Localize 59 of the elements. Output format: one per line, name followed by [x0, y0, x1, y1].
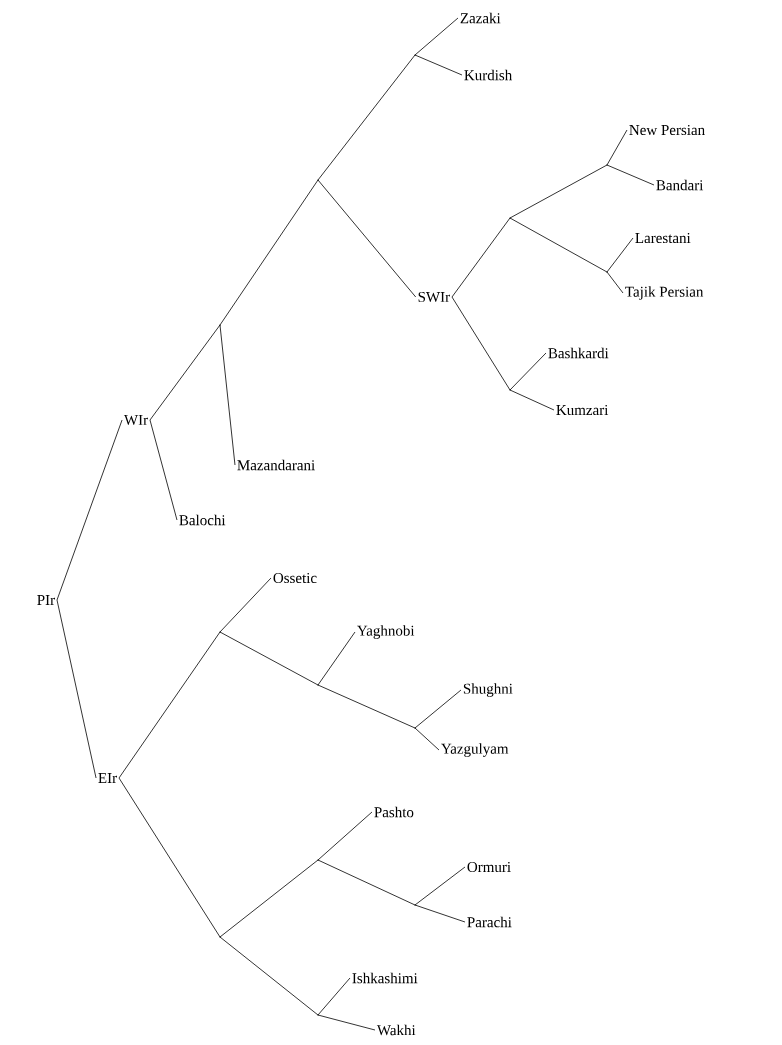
- tree-branch: [118, 777, 221, 938]
- tree-branch: [56, 419, 123, 601]
- tree-branch: [317, 1014, 376, 1031]
- branch-label: Ishkashimi: [352, 972, 418, 984]
- tree-branch: [606, 164, 655, 186]
- branch-label: New Persian: [629, 125, 705, 136]
- tree-branch: [414, 689, 462, 729]
- tree-branch: [317, 54, 416, 181]
- tree-branch: [317, 179, 417, 298]
- branch-label: Ormuri: [467, 861, 511, 873]
- branch-label: Ossetic: [273, 572, 317, 584]
- tree-branch: [606, 271, 624, 294]
- branch-label: Mazandarani: [237, 459, 315, 471]
- tree-branch: [509, 217, 608, 273]
- tree-branch: [414, 54, 463, 76]
- tree-branch: [317, 977, 351, 1016]
- branch-label: Kumzari: [556, 404, 609, 416]
- tree-branch: [219, 577, 272, 633]
- branch-label: Yaghnobi: [357, 625, 415, 639]
- tree-branch: [56, 599, 97, 779]
- tree-branch: [219, 936, 319, 1016]
- branch-label: WIr: [123, 415, 148, 426]
- tree-branch: [414, 904, 466, 923]
- tree-branch: [451, 217, 511, 298]
- tree-branch: [509, 352, 547, 391]
- tree-branch: [317, 684, 416, 729]
- tree-branch: [118, 631, 221, 779]
- tree-branch: [219, 179, 319, 326]
- tree-branch: [414, 727, 440, 751]
- branch-label: Bashkardi: [548, 347, 609, 359]
- tree-branch: [149, 324, 221, 421]
- tree-branch: [509, 389, 555, 411]
- tree-branch: [149, 419, 178, 521]
- branch-label: Shughni: [463, 683, 513, 697]
- tree-branch: [219, 324, 236, 466]
- tree-branch: [317, 811, 373, 861]
- tree-branch: [317, 631, 356, 686]
- tree-branch: [606, 129, 628, 166]
- branch-label: Yazgulyam: [441, 743, 509, 757]
- branch-label: SWIr: [418, 291, 450, 303]
- tree-branch: [509, 164, 608, 219]
- tree-branch: [219, 631, 319, 686]
- tree-branch: [317, 859, 416, 906]
- tree-branch: [606, 237, 634, 273]
- branch-label: Larestani: [635, 233, 691, 244]
- branch-label: Balochi: [179, 514, 226, 526]
- tree-branch: [414, 17, 459, 56]
- branch-label: Pashto: [374, 806, 414, 818]
- branch-label: Tajik Persian: [625, 286, 704, 300]
- branch-label: EIr: [98, 773, 117, 783]
- branch-label: Parachi: [467, 916, 512, 928]
- branch-label: Bandari: [656, 179, 704, 191]
- tree-branch: [451, 296, 511, 391]
- tree-branch: [219, 859, 319, 938]
- branch-label: Kurdish: [464, 69, 512, 81]
- tree-branch: [414, 866, 466, 906]
- branch-label: Zazaki: [460, 12, 501, 24]
- branch-label: Wakhi: [376, 1024, 416, 1036]
- branch-label: PIr: [37, 595, 55, 605]
